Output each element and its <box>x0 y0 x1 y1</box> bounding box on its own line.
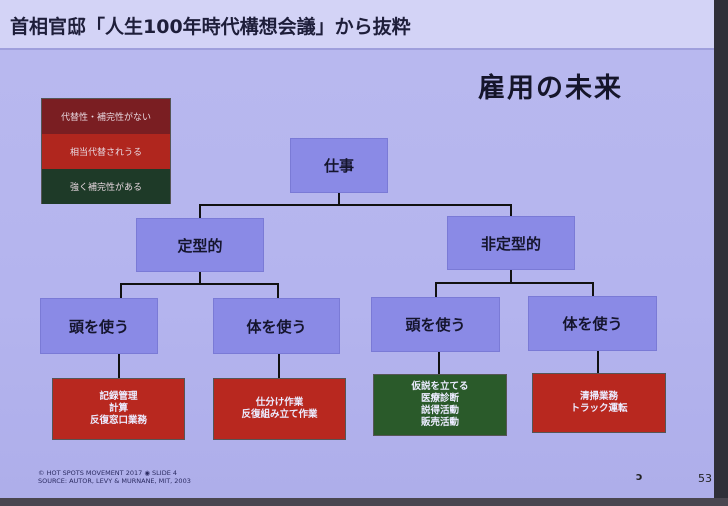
legend-substitutable: 相当代替されうる <box>42 134 170 169</box>
connector <box>277 283 279 298</box>
connector <box>338 193 340 205</box>
connector <box>510 270 512 283</box>
title-bar: 首相官邸「人生100年時代構想会議」から抜粋 <box>0 0 714 50</box>
leaf-text: 清掃業務 <box>579 391 618 402</box>
node-non-routine: 非定型的 <box>447 216 575 270</box>
leaf-text: 反復窓口業務 <box>89 415 147 426</box>
node-routine-manual: 体を使う <box>213 298 340 354</box>
leaf-text: 仮説を立てる <box>411 381 469 392</box>
leaf-routine-cognitive: 記録管理 計算 反復窓口業務 <box>52 378 185 440</box>
leaf-text: 記録管理 <box>99 391 138 402</box>
connector <box>597 351 599 373</box>
leaf-text: 販売活動 <box>420 417 459 428</box>
legend-no-substitution: 代替性・補完性がない <box>42 99 170 134</box>
leaf-routine-manual: 仕分け作業 反復組み立て作業 <box>213 378 346 440</box>
legend-complementary: 強く補完性がある <box>42 169 170 204</box>
connector <box>438 352 440 374</box>
leaf-text: 医療診断 <box>420 393 459 404</box>
connector <box>118 354 120 378</box>
connector <box>592 282 594 297</box>
connector <box>199 272 201 284</box>
node-routine-cognitive: 頭を使う <box>40 298 158 354</box>
leaf-text: 計算 <box>108 403 128 414</box>
slide-title: 首相官邸「人生100年時代構想会議」から抜粋 <box>10 16 411 38</box>
connector <box>120 283 122 298</box>
screen-edge <box>714 0 728 506</box>
copyright: © HOT SPOTS MOVEMENT 2017 ◉ SLIDE 4 <box>38 469 178 477</box>
connector <box>510 204 512 216</box>
legend: 代替性・補完性がない 相当代替されうる 強く補完性がある <box>41 98 171 204</box>
source: SOURCE: AUTOR, LEVY & MURNANE, MIT, 2003 <box>38 477 191 485</box>
screen-bottom <box>0 498 728 506</box>
leaf-nonroutine-cognitive: 仮説を立てる 医療診断 説得活動 販売活動 <box>373 374 507 436</box>
leaf-text: トラック運転 <box>570 403 628 414</box>
slide-heading: 雇用の未来 <box>478 73 623 104</box>
leaf-text: 説得活動 <box>420 405 459 416</box>
connector <box>435 282 437 297</box>
node-routine: 定型的 <box>136 218 264 272</box>
leaf-text: 反復組み立て作業 <box>241 409 318 420</box>
connector <box>435 282 593 284</box>
connector <box>278 354 280 378</box>
page-number: 53 <box>698 472 712 485</box>
connector <box>120 283 279 285</box>
slide-mark: ɔ <box>636 470 643 483</box>
leaf-nonroutine-manual: 清掃業務 トラック運転 <box>532 373 666 433</box>
footer: © HOT SPOTS MOVEMENT 2017 ◉ SLIDE 4 SOUR… <box>38 469 191 485</box>
leaf-text: 仕分け作業 <box>255 397 304 408</box>
connector <box>199 204 201 218</box>
connector <box>199 204 511 206</box>
node-nonroutine-cognitive: 頭を使う <box>371 297 500 352</box>
node-work: 仕事 <box>290 138 388 193</box>
node-nonroutine-manual: 体を使う <box>528 296 657 351</box>
